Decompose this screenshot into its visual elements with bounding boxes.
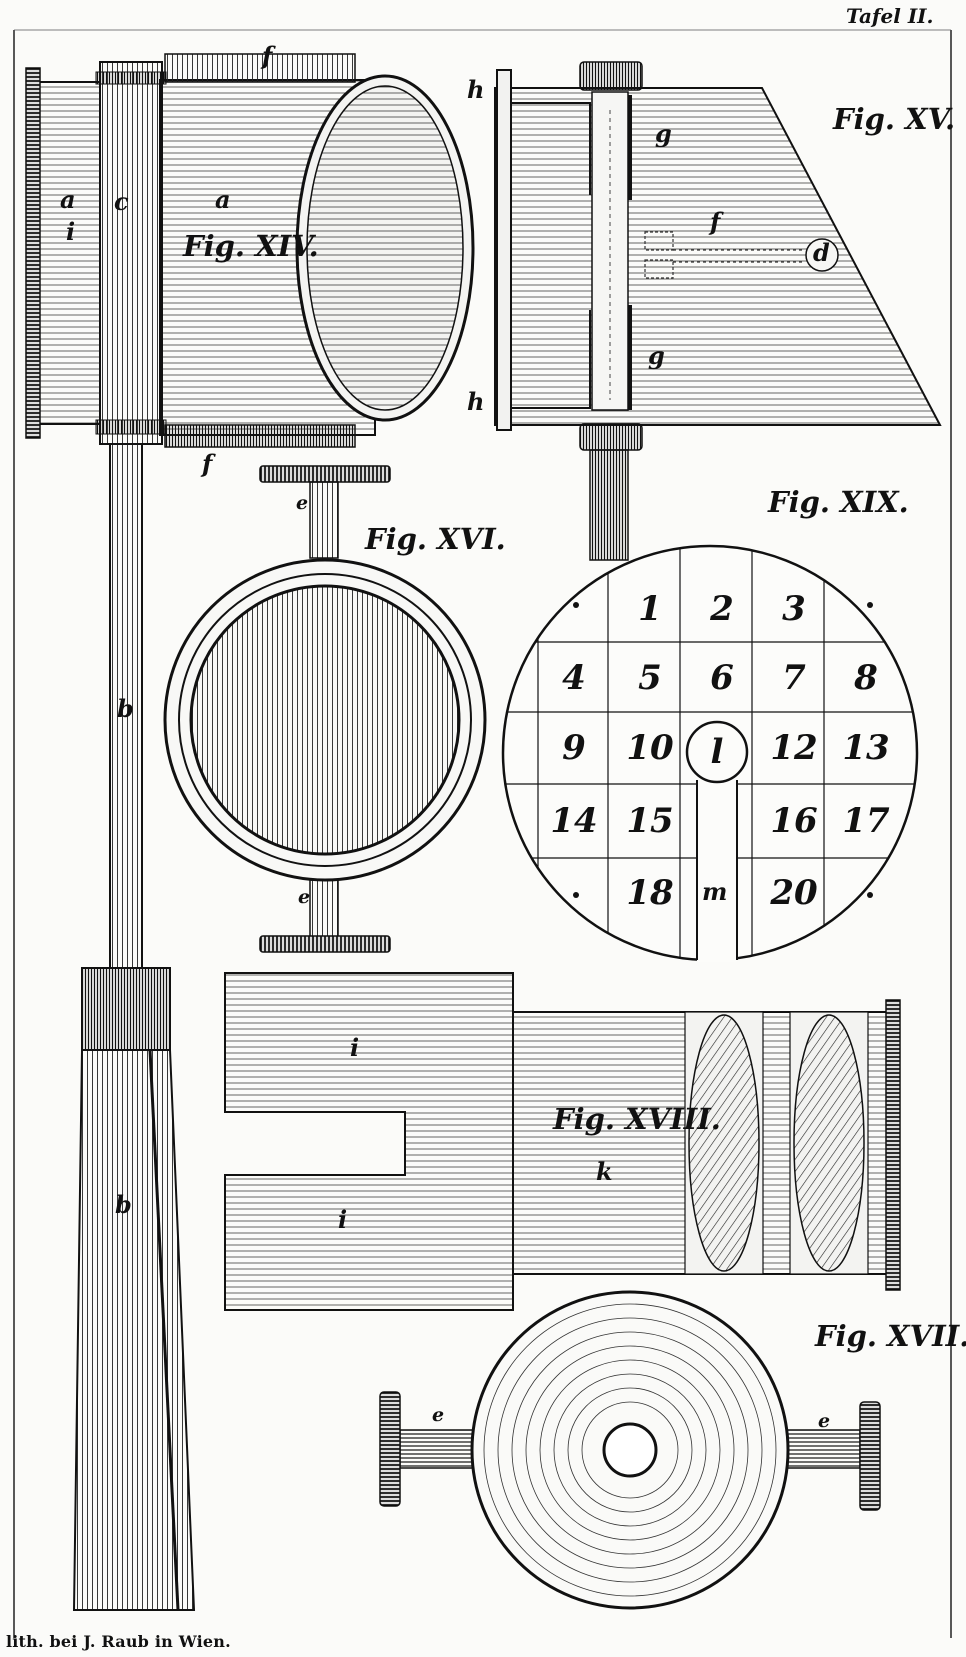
part-label: e: [432, 1404, 445, 1426]
part-label: i: [350, 1033, 360, 1062]
plate-number: Tafel II.: [846, 4, 934, 28]
grid-dot: [867, 602, 873, 608]
part-label: g: [648, 341, 665, 370]
grid-number: 4: [562, 658, 586, 698]
grid-number: 8: [854, 658, 878, 698]
figure-title: Fig. XVIII.: [553, 1102, 721, 1136]
grid-number: 17: [842, 801, 890, 841]
part-label: b: [117, 694, 134, 723]
figure-title: Fig. XVI.: [365, 522, 506, 556]
grid-number: 1: [638, 589, 662, 629]
grid-dot: [573, 602, 579, 608]
part-label: h: [467, 387, 485, 416]
part-label: c: [114, 187, 129, 216]
part-label: a: [60, 185, 76, 214]
figure-xvii-drawing: [379, 1290, 881, 1610]
grid-number: 7: [782, 658, 806, 698]
part-label: k: [596, 1157, 613, 1186]
grid-number: 2: [710, 589, 734, 629]
grid-number: 14: [550, 801, 598, 841]
center-aperture-label: l: [710, 732, 724, 772]
grid-number: 5: [638, 658, 662, 698]
part-label: e: [818, 1410, 831, 1432]
grid-number: 20: [770, 873, 818, 913]
grid-number: 15: [626, 801, 674, 841]
figure-xvi-drawing: [163, 465, 487, 953]
part-label: g: [655, 119, 672, 148]
figure-xiv-drawing: [25, 53, 475, 1611]
lithographer-credit: lith. bei J. Raub in Wien.: [6, 1632, 231, 1651]
grid-number: 13: [842, 728, 890, 768]
grid-number: 18: [626, 873, 674, 913]
grid-dot: [867, 892, 873, 898]
grid-dot: [573, 892, 579, 898]
grid-number: 16: [770, 801, 818, 841]
figure-xix-drawing: [501, 544, 919, 962]
figure-title: Fig. XV.: [833, 102, 956, 136]
figure-title: Fig. XIV.: [183, 229, 319, 263]
part-label: i: [66, 217, 76, 246]
figure-title: Fig. XVII.: [815, 1319, 966, 1353]
part-label: d: [813, 238, 830, 267]
grid-number: 3: [782, 589, 806, 629]
part-label: e: [296, 492, 309, 514]
part-label: f: [202, 449, 213, 478]
grid-number: 9: [562, 728, 586, 768]
part-label: e: [298, 886, 311, 908]
part-label: i: [338, 1205, 348, 1234]
figure-xv-drawing: [494, 61, 942, 561]
part-label: f: [262, 41, 273, 70]
grid-number: 10: [626, 728, 674, 768]
part-label: b: [115, 1190, 132, 1219]
part-label: a: [215, 185, 231, 214]
figure-xviii-drawing: [224, 972, 901, 1311]
part-label: f: [710, 207, 721, 236]
slot-label: m: [702, 877, 728, 906]
grid-number: 12: [770, 728, 818, 768]
part-label: h: [467, 75, 485, 104]
figure-title: Fig. XIX.: [768, 485, 909, 519]
grid-number: 6: [710, 658, 734, 698]
